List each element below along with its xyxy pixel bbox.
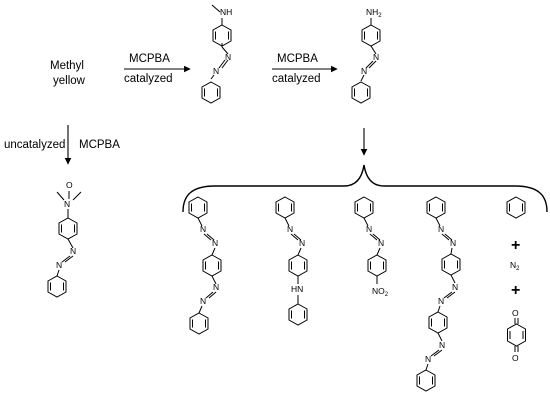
tris-azobenzene-molecule: N N N N N N (416, 196, 461, 392)
nh2-atom: NH2 (366, 7, 382, 19)
uncatalyzed-label: uncatalyzed (4, 139, 65, 151)
azo-n-top-2: N (213, 66, 219, 76)
azo-n-b2: N (299, 238, 305, 248)
n-methylaminoazobenzene-molecule: NH N N (201, 4, 232, 104)
azo-n-top-1: N (225, 52, 231, 62)
quinone-o-top: O (512, 308, 519, 318)
plus-sign-2: + (511, 282, 520, 299)
azo-n-oxide-2: N (56, 260, 62, 270)
azo-n-b1: N (287, 224, 293, 234)
azo-n-d6: N (425, 354, 431, 364)
methyl-yellow-label-line2: yellow (53, 75, 86, 87)
anilino-azobenzene-molecule: N N HN (275, 196, 308, 326)
azo-n-a4: N (200, 296, 206, 306)
benzene-ring (506, 196, 526, 219)
azo-n-d4: N (438, 296, 444, 306)
n2-label: N2 (510, 260, 520, 272)
azo-n-d3: N (452, 282, 458, 292)
n-oxide-molecule: N O N N (47, 180, 82, 298)
benzene-n2-quinone-group: + N2 + O O (506, 196, 526, 363)
azo-n-d1: N (438, 224, 444, 234)
azo-n-d5: N (439, 340, 445, 350)
azo-n-d2: N (450, 238, 456, 248)
oxide-o-atom: O (66, 180, 73, 190)
plus-sign-1: + (511, 237, 520, 254)
azo-n-c2: N (378, 238, 384, 248)
product-brace (182, 164, 548, 213)
nh-top-atom: NH (220, 7, 232, 17)
mcpba-label-2: MCPBA (277, 53, 318, 65)
azo-n-amino-2: N (361, 66, 367, 76)
methyl-yellow-label-line1: Methyl (50, 60, 84, 72)
mcpba-label-1: MCPBA (129, 53, 170, 65)
bis-azobenzene-molecule: N N N N (188, 196, 222, 335)
oxide-n-atom: N (64, 199, 70, 209)
nh-mid-atom: HN (291, 284, 303, 294)
catalyzed-label-2: catalyzed (272, 73, 321, 85)
azo-n-c1: N (366, 224, 372, 234)
mcpba-label-3: MCPBA (79, 139, 120, 151)
aminoazobenzene-molecule: NH2 N N (351, 7, 382, 104)
catalyzed-label-1: catalyzed (124, 73, 173, 85)
azo-n-a2: N (212, 238, 218, 248)
quinone-o-bottom: O (512, 353, 519, 363)
nitroazobenzene-molecule: N N NO2 (354, 196, 389, 298)
azo-n-a1: N (200, 224, 206, 234)
nitro-atom: NO2 (372, 286, 389, 298)
azo-n-amino-1: N (373, 52, 379, 62)
benzoquinone-molecule: O O (507, 308, 526, 363)
azo-n-oxide-1: N (70, 246, 76, 256)
azo-n-a3: N (213, 282, 219, 292)
